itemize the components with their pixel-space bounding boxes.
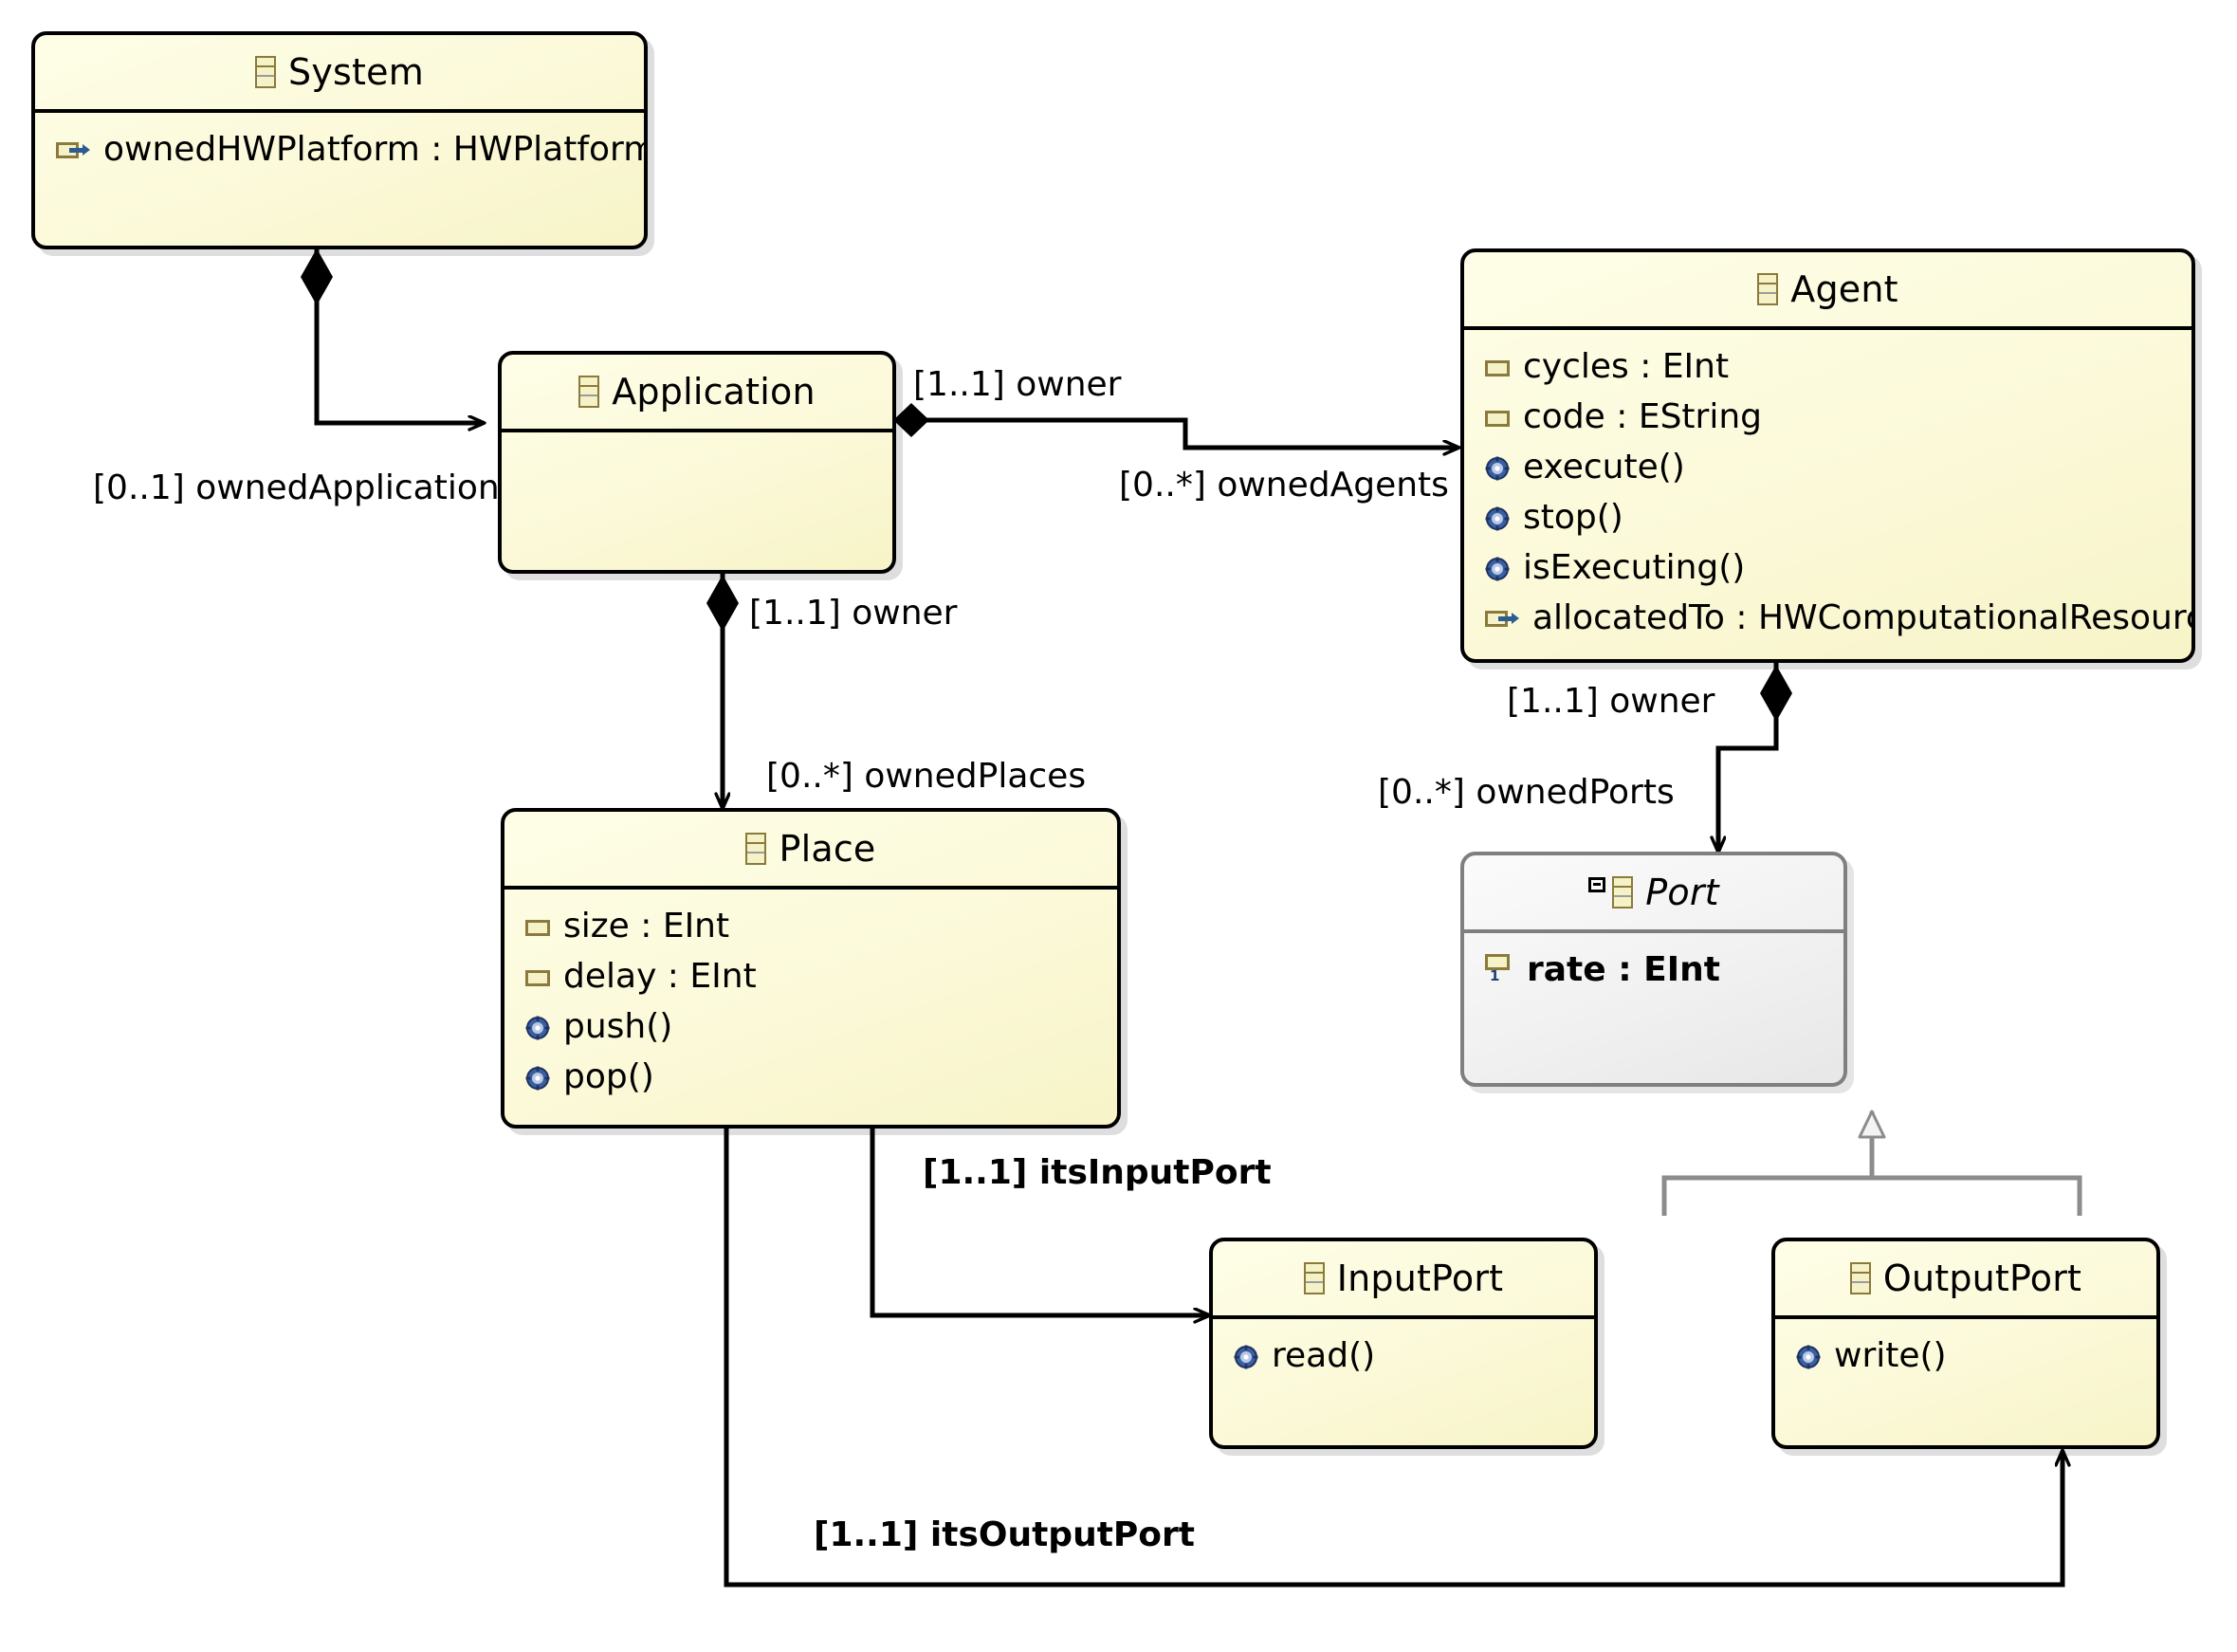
class-name-system: System <box>288 51 424 93</box>
feature-read[interactable]: read() <box>1213 1331 1594 1381</box>
class-features-place: size : EInt delay : EInt <box>504 890 1117 1102</box>
feature-label: execute() <box>1523 447 1685 486</box>
class-header-port: Port <box>1464 855 1843 933</box>
feature-label: stop() <box>1523 497 1623 537</box>
association-application-place[interactable] <box>706 573 739 808</box>
eattribute-icon <box>525 969 550 986</box>
edge-label-owner-place: [1..1] owner <box>749 594 958 633</box>
eattribute-icon <box>525 919 550 936</box>
feature-allocated-to[interactable]: allocatedTo : HWComputationalResource <box>1464 593 2191 643</box>
edge-label-its-output-port: [1..1] itsOutputPort <box>814 1515 1195 1554</box>
eoperation-icon <box>1796 1345 1821 1369</box>
class-features-system: ownedHWPlatform : HWPlatform <box>35 113 644 174</box>
eclass-icon <box>1612 876 1634 909</box>
feature-label: cycles : EInt <box>1523 346 1730 386</box>
class-header-place: Place <box>504 812 1117 890</box>
edge-label-owned-agents: [0..*] ownedAgents <box>1119 466 1449 505</box>
eattribute-icon <box>1485 410 1510 427</box>
feature-is-executing[interactable]: isExecuting() <box>1464 542 2191 593</box>
feature-label: push() <box>563 1006 673 1046</box>
edge-label-owned-places: [0..*] ownedPlaces <box>766 757 1087 796</box>
association-system-application[interactable] <box>301 247 484 423</box>
eclass-icon <box>1303 1262 1325 1294</box>
class-box-inputport[interactable]: InputPort read() <box>1209 1238 1598 1449</box>
feature-write[interactable]: write() <box>1775 1331 2156 1381</box>
class-header-outputport: OutputPort <box>1775 1241 2156 1319</box>
feature-stop[interactable]: stop() <box>1464 492 2191 542</box>
ereference-icon <box>56 141 90 160</box>
class-box-outputport[interactable]: OutputPort write() <box>1771 1238 2160 1449</box>
feature-code[interactable]: code : EString <box>1464 392 2191 442</box>
class-header-system: System <box>35 35 644 113</box>
feature-label: read() <box>1272 1335 1376 1375</box>
feature-label: write() <box>1834 1335 1947 1375</box>
eoperation-icon <box>1234 1345 1258 1369</box>
eoperation-icon <box>1485 456 1510 481</box>
class-header-application: Application <box>502 355 892 432</box>
feature-cycles[interactable]: cycles : EInt <box>1464 341 2191 392</box>
feature-push[interactable]: push() <box>504 1001 1117 1052</box>
feature-label: allocatedTo : HWComputationalResource <box>1532 597 2195 637</box>
class-header-inputport: InputPort <box>1213 1241 1594 1319</box>
feature-execute[interactable]: execute() <box>1464 442 2191 492</box>
eoperation-icon <box>1485 506 1510 531</box>
class-name-place: Place <box>779 828 876 870</box>
eclass-icon <box>578 376 600 408</box>
eattribute-one-icon: 1 <box>1485 953 1513 986</box>
class-box-agent[interactable]: Agent cycles : EInt code : EString <box>1460 248 2195 663</box>
association-agent-port[interactable] <box>1718 663 1792 852</box>
feature-rate[interactable]: 1 rate : EInt <box>1464 945 1843 995</box>
feature-label: isExecuting() <box>1523 547 1746 587</box>
edge-label-its-input-port: [1..1] itsInputPort <box>923 1153 1272 1192</box>
class-name-inputport: InputPort <box>1336 1257 1504 1299</box>
generalization-ports-to-port[interactable] <box>1661 1110 2082 1216</box>
class-header-agent: Agent <box>1464 252 2191 330</box>
feature-label: size : EInt <box>563 906 730 945</box>
class-features-application <box>502 432 892 444</box>
eclass-icon <box>255 56 277 88</box>
feature-label: pop() <box>563 1056 654 1096</box>
class-features-outputport: write() <box>1775 1319 2156 1381</box>
class-name-application: Application <box>612 371 816 413</box>
class-box-system[interactable]: System ownedHWPlatform : HWPlatform <box>31 31 648 249</box>
feature-owned-hw-platform[interactable]: ownedHWPlatform : HWPlatform <box>35 124 644 174</box>
class-box-port[interactable]: Port 1 rate : EInt <box>1460 852 1847 1087</box>
eclass-icon <box>745 833 767 865</box>
edge-label-owner-port: [1..1] owner <box>1507 682 1715 721</box>
eoperation-icon <box>1485 557 1510 581</box>
feature-pop[interactable]: pop() <box>504 1052 1117 1102</box>
feature-label: code : EString <box>1523 396 1763 436</box>
class-features-agent: cycles : EInt code : EString <box>1464 330 2191 643</box>
ereference-icon <box>1485 610 1519 629</box>
eattribute-icon <box>1485 359 1510 376</box>
feature-label: rate : EInt <box>1527 949 1720 989</box>
edge-label-owner-agent: [1..1] owner <box>913 365 1122 404</box>
class-name-agent: Agent <box>1790 268 1898 310</box>
abstract-marker-icon <box>1588 877 1606 892</box>
edge-label-owned-ports: [0..*] ownedPorts <box>1378 773 1675 812</box>
eclass-icon <box>1757 273 1779 305</box>
eoperation-icon <box>525 1066 550 1091</box>
edge-label-owned-application: [0..1] ownedApplication <box>93 468 500 507</box>
class-features-port: 1 rate : EInt <box>1464 933 1843 995</box>
eoperation-icon <box>525 1016 550 1040</box>
eclass-icon <box>1849 1262 1871 1294</box>
class-box-application[interactable]: Application <box>498 351 896 574</box>
feature-delay[interactable]: delay : EInt <box>504 951 1117 1001</box>
class-box-place[interactable]: Place size : EInt delay : EInt <box>501 808 1121 1129</box>
class-name-port: Port <box>1645 872 1719 913</box>
association-application-agent[interactable] <box>893 403 1458 448</box>
feature-label: ownedHWPlatform : HWPlatform <box>103 129 648 169</box>
class-name-outputport: OutputPort <box>1882 1257 2082 1299</box>
feature-size[interactable]: size : EInt <box>504 901 1117 951</box>
class-features-inputport: read() <box>1213 1319 1594 1381</box>
feature-label: delay : EInt <box>563 956 757 996</box>
